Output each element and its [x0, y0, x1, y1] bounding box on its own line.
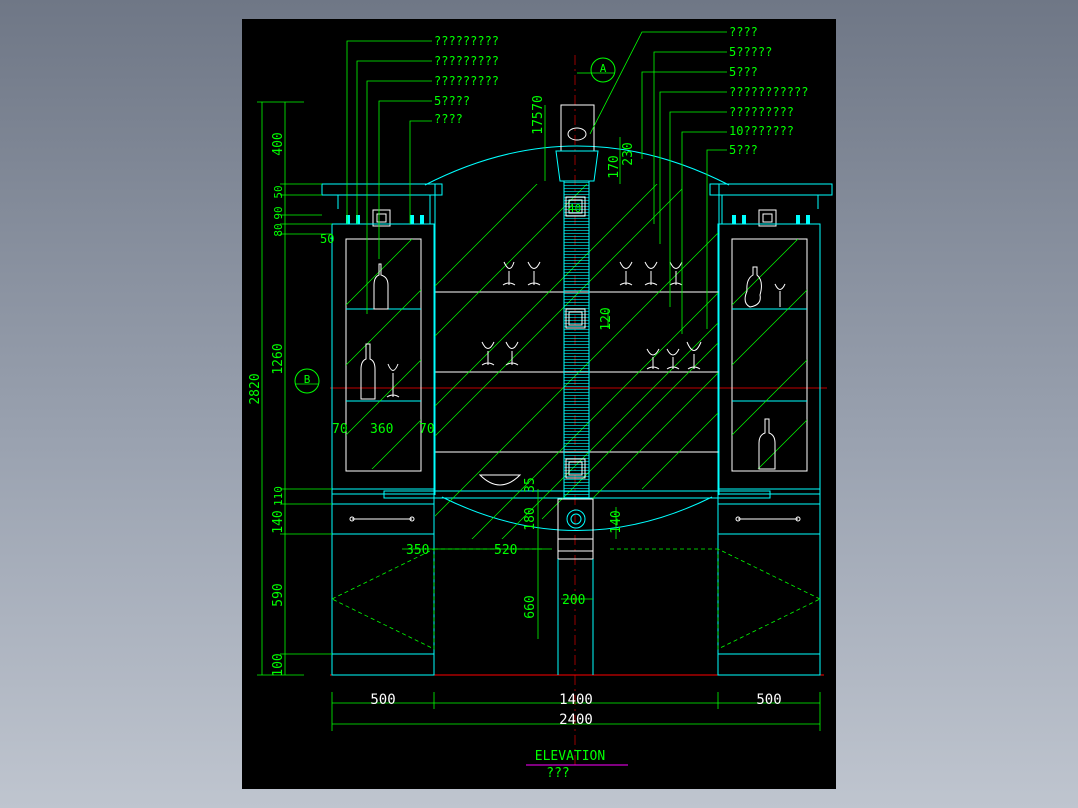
dims-shelf: 70 360 70: [332, 422, 435, 437]
dim-70: 70: [531, 95, 546, 111]
dim-350: 350: [406, 543, 429, 558]
dims-center: 175 70 170 230 40 120 35 180 140 660 200…: [406, 95, 636, 619]
bottom-arc: [441, 496, 713, 531]
dim-180: 180: [523, 507, 538, 530]
dim-120: 120: [599, 307, 614, 330]
dim-40: 40: [568, 202, 581, 215]
lower-cabinets: [331, 488, 821, 676]
left-cornice: [321, 183, 443, 227]
callout-right-3: 5???: [729, 65, 758, 79]
title-sub: ???: [546, 766, 569, 781]
dim-100: 100: [271, 653, 286, 676]
elevation-drawing: A B ????????? ????????? ????????? 5???? …: [248, 25, 833, 781]
callout-left-5: ????: [434, 112, 463, 126]
callout-right-4: ???????????: [729, 85, 808, 99]
dim-50: 50: [272, 185, 285, 198]
dim-shelf-b: 360: [370, 422, 393, 437]
dim-bottom-left: 500: [370, 692, 395, 708]
dims-bottom: 500 1400 500 2400: [370, 692, 781, 728]
central-column: [555, 104, 599, 675]
callout-right-5: ?????????: [729, 105, 794, 119]
leader-lines: [346, 31, 727, 334]
grid-label-b: B: [304, 373, 311, 386]
dim-90: 90: [272, 206, 285, 219]
callout-left-4: 5????: [434, 94, 470, 108]
dim-shelf-c: 70: [419, 422, 435, 437]
dim-50b: 50: [320, 232, 334, 246]
dim-bottom-total: 2400: [559, 712, 593, 728]
dim-overall-height: 2820: [248, 373, 263, 404]
dim-bottom-right: 500: [756, 692, 781, 708]
callouts-right: ???? 5????? 5??? ??????????? ????????? 1…: [729, 25, 808, 157]
right-cornice: [709, 183, 833, 227]
callout-right-1: ????: [729, 25, 758, 39]
grid-label-a: A: [600, 62, 607, 75]
bottle-icon: [360, 263, 776, 470]
dim-660: 660: [523, 595, 538, 618]
title-main: ELEVATION: [535, 749, 605, 764]
dim-175: 175: [531, 111, 546, 134]
dims-left: 2820 400 80 90 50 50 1260 140 110 590 10…: [248, 132, 334, 676]
callout-right-7: 5???: [729, 143, 758, 157]
grid-bubble-b: B: [294, 368, 320, 394]
dim-35: 35: [523, 477, 538, 493]
wine-glass-icons: [386, 261, 786, 486]
dim-200: 200: [562, 593, 585, 608]
dim-230: 230: [621, 142, 636, 165]
dim-170: 170: [607, 155, 622, 178]
dim-140-center: 140: [609, 510, 624, 533]
dim-140: 140: [271, 510, 286, 533]
glass-hatch-left: [346, 239, 421, 469]
callout-right-6: 10???????: [729, 124, 794, 138]
callout-right-2: 5?????: [729, 45, 772, 59]
drawing-title: ELEVATION ???: [526, 749, 628, 781]
glass-hatch-right: [732, 239, 807, 469]
dim-520: 520: [494, 543, 517, 558]
cornice-pegs: [346, 215, 810, 224]
grid-bubble-a: A: [577, 57, 616, 83]
top-arch: [424, 145, 730, 186]
callout-left-1: ?????????: [434, 34, 499, 48]
left-cabinet: [331, 223, 435, 495]
dim-110: 110: [272, 486, 285, 506]
callouts-left: ????????? ????????? ????????? 5???? ????: [434, 34, 499, 126]
dim-shelf-a: 70: [332, 422, 348, 437]
dim-1260: 1260: [271, 343, 286, 374]
dimension-lines: [257, 101, 821, 731]
dim-80: 80: [272, 223, 285, 236]
dim-590: 590: [271, 583, 286, 606]
drawing-sheet: A B ????????? ????????? ????????? 5???? …: [242, 19, 836, 789]
dim-bottom-center: 1400: [559, 692, 593, 708]
dim-400: 400: [271, 132, 286, 155]
callout-left-3: ?????????: [434, 74, 499, 88]
right-cabinet: [717, 223, 821, 495]
callout-left-2: ?????????: [434, 54, 499, 68]
